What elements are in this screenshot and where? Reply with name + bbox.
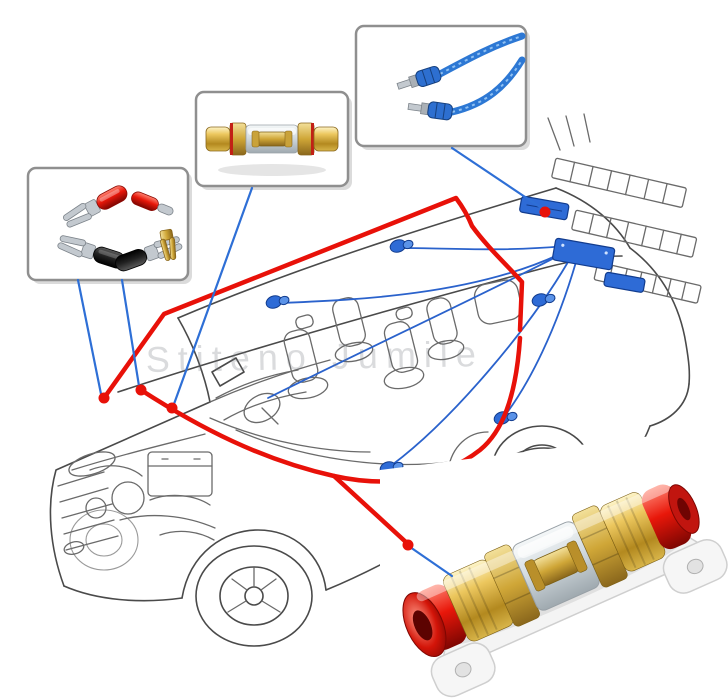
fuse-end-cap [205, 126, 231, 152]
callout-box-inline-fuse [194, 90, 352, 190]
marker-dot [135, 384, 147, 396]
red-end-boot [641, 484, 692, 550]
screw-hole [686, 558, 704, 575]
callout-connectors [76, 146, 551, 578]
callout-line [76, 278, 103, 396]
marker-dot [166, 402, 178, 414]
interior-seats-sketch [209, 279, 523, 471]
rca-cable [448, 56, 526, 116]
glass-fuse [253, 131, 291, 147]
speaker-connector [531, 293, 556, 307]
fuse-end-cap [313, 126, 339, 152]
terminal-red-fork [62, 185, 128, 228]
rca-cable-photo [396, 32, 526, 121]
callout-box-terminals [26, 166, 192, 284]
inline-fuse-holder-photo [205, 122, 339, 156]
speaker-connector [389, 239, 414, 253]
amplifier-block [552, 237, 616, 271]
agu-fuse-holder-photo [380, 430, 728, 698]
engine-bay-sketch [57, 451, 216, 555]
wheel-front [195, 545, 313, 647]
marker-dot [98, 392, 110, 404]
screw-hole [454, 662, 472, 678]
marker-dot [402, 539, 414, 551]
callout-frame [354, 24, 528, 148]
terminal-black-fork [57, 235, 126, 269]
callout-line [450, 146, 545, 211]
rca-plug [407, 101, 453, 121]
terminal-gold-fork [159, 228, 177, 261]
callout-line [408, 545, 454, 578]
callout-box-rca [354, 24, 530, 150]
wheel-front-far [69, 509, 139, 571]
accessory-block [603, 271, 646, 293]
marker-dot [539, 206, 551, 218]
power-wire-drop [331, 473, 411, 547]
watermark-text: Stiteno Jumile [145, 333, 484, 380]
callout-line [172, 186, 254, 406]
rca-plug [396, 65, 442, 90]
terminal-red-bullet [131, 191, 174, 216]
callout-line [120, 278, 141, 388]
signal-wiring [265, 195, 646, 475]
speaker-connector [265, 295, 290, 309]
side-mirror-sketch [211, 357, 245, 387]
